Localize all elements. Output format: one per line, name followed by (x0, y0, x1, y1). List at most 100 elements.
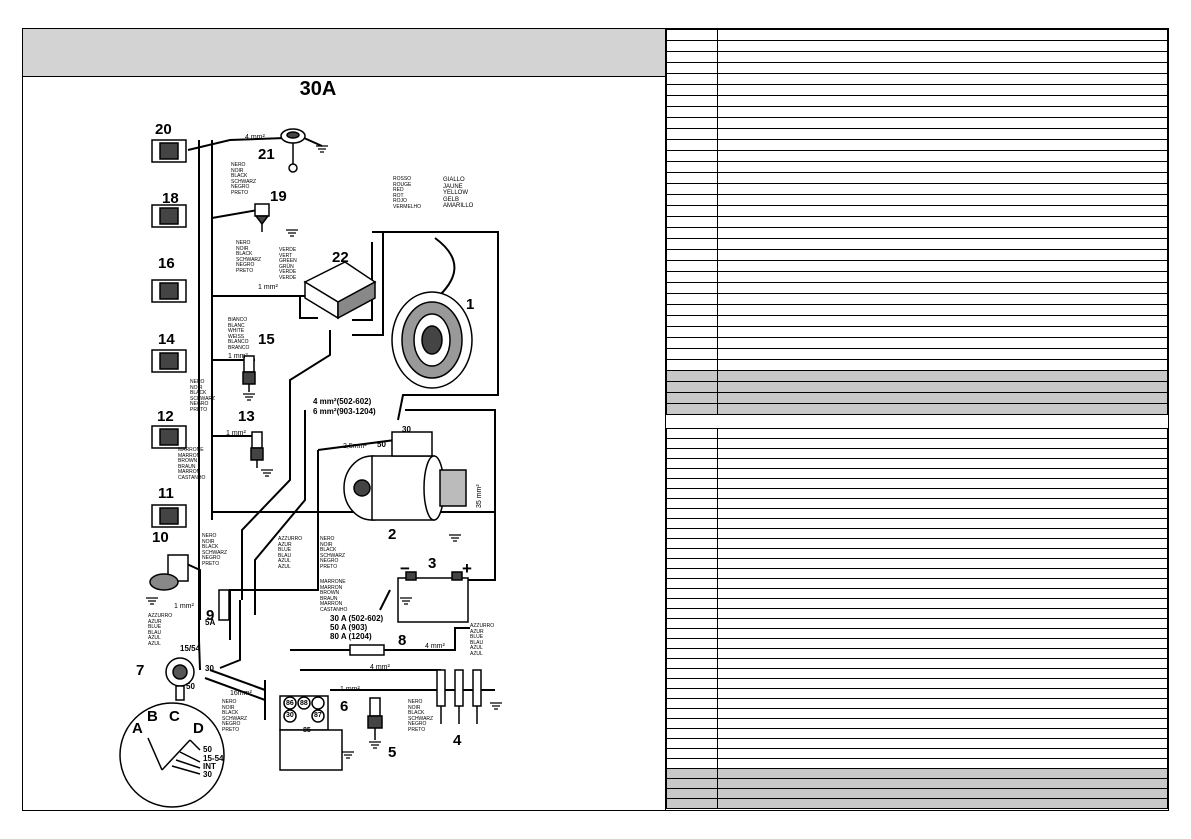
legend-row (666, 150, 1168, 162)
legend-row (666, 403, 1168, 415)
legend-key-cell (666, 249, 718, 261)
legend-desc-cell (717, 718, 1168, 729)
legend-desc-cell (717, 668, 1168, 679)
legend-key-cell (666, 448, 718, 459)
legend-desc-cell (717, 403, 1168, 415)
legend-key-cell (666, 678, 718, 689)
legend-row (666, 117, 1168, 129)
legend-key-cell (666, 768, 718, 779)
legend-row (666, 708, 1168, 719)
legend-row (666, 428, 1168, 439)
legend-desc-cell (717, 648, 1168, 659)
legend-row (666, 638, 1168, 649)
legend-row (666, 728, 1168, 739)
legend-row (666, 315, 1168, 327)
legend-desc-cell (717, 678, 1168, 689)
legend-row (666, 260, 1168, 272)
legend-row (666, 588, 1168, 599)
legend-desc-cell (717, 381, 1168, 393)
legend-row (666, 678, 1168, 689)
legend-row (666, 748, 1168, 759)
legend-key-cell (666, 498, 718, 509)
legend-desc-cell (717, 128, 1168, 140)
legend-key-cell (666, 95, 718, 107)
legend-desc-cell (717, 304, 1168, 316)
legend-row (666, 348, 1168, 360)
legend-row (666, 468, 1168, 479)
legend-key-cell (666, 578, 718, 589)
legend-desc-cell (717, 508, 1168, 519)
legend-row (666, 326, 1168, 338)
diagram-panel: 30A (23, 29, 666, 810)
legend-desc-cell (717, 798, 1168, 809)
legend-desc-cell (717, 528, 1168, 539)
legend-row (666, 40, 1168, 52)
legend-desc-cell (717, 40, 1168, 52)
legend-key-cell (666, 558, 718, 569)
legend-key-cell (666, 598, 718, 609)
legend-desc-cell (717, 538, 1168, 549)
legend-row (666, 598, 1168, 609)
legend-key-cell (666, 282, 718, 294)
legend-desc-cell (717, 448, 1168, 459)
legend-key-cell (666, 568, 718, 579)
legend-row (666, 718, 1168, 729)
legend-key-cell (666, 205, 718, 217)
legend-key-cell (666, 428, 718, 439)
legend-key-cell (666, 798, 718, 809)
legend-row (666, 538, 1168, 549)
legend-key-cell (666, 708, 718, 719)
legend-key-cell (666, 638, 718, 649)
legend-row (666, 758, 1168, 769)
legend-desc-cell (717, 260, 1168, 272)
legend-desc-cell (717, 658, 1168, 669)
legend-row (666, 478, 1168, 489)
legend-row (666, 658, 1168, 669)
legend-desc-cell (717, 608, 1168, 619)
legend-desc-cell (717, 293, 1168, 305)
legend-key-cell (666, 738, 718, 749)
legend-row (666, 73, 1168, 85)
legend-desc-cell (717, 249, 1168, 261)
legend-key-cell (666, 748, 718, 759)
legend-row (666, 304, 1168, 316)
legend-key-cell (666, 608, 718, 619)
legend-desc-cell (717, 29, 1168, 41)
legend-row (666, 458, 1168, 469)
legend-desc-cell (717, 51, 1168, 63)
legend-key-cell (666, 161, 718, 173)
legend-row (666, 381, 1168, 393)
legend-desc-cell (717, 758, 1168, 769)
legend-desc-cell (717, 216, 1168, 228)
legend-row (666, 488, 1168, 499)
legend-key-cell (666, 84, 718, 96)
legend-row (666, 249, 1168, 261)
legend-row (666, 216, 1168, 228)
legend-desc-cell (717, 618, 1168, 629)
legend-row (666, 528, 1168, 539)
legend-row (666, 578, 1168, 589)
legend-desc-cell (717, 598, 1168, 609)
legend-row (666, 778, 1168, 789)
legend-key-cell (666, 128, 718, 140)
legend-key-cell (666, 778, 718, 789)
legend-key-cell (666, 117, 718, 129)
legend-key-cell (666, 668, 718, 679)
legend-desc-cell (717, 95, 1168, 107)
legend-desc-cell (717, 778, 1168, 789)
legend-desc-cell (717, 518, 1168, 529)
legend-key-cell (666, 392, 718, 404)
legend-desc-cell (717, 498, 1168, 509)
legend-row (666, 51, 1168, 63)
legend-key-cell (666, 62, 718, 74)
legend-row (666, 271, 1168, 283)
legend-key-cell (666, 488, 718, 499)
legend-key-cell (666, 260, 718, 272)
legend-key-cell (666, 106, 718, 118)
legend-key-cell (666, 348, 718, 360)
legend-desc-cell (717, 150, 1168, 162)
legend-row (666, 698, 1168, 709)
legend-desc-cell (717, 438, 1168, 449)
legend-desc-cell (717, 698, 1168, 709)
legend-desc-cell (717, 708, 1168, 719)
